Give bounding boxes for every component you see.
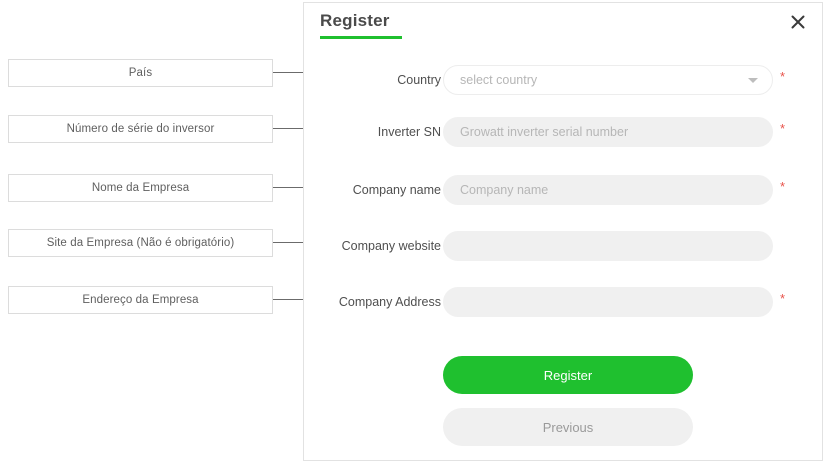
- annotation-label: Número de série do inversor: [66, 123, 215, 135]
- page-title: Register: [320, 11, 390, 30]
- required-marker: *: [780, 121, 786, 136]
- annotation-label: Endereço da Empresa: [82, 294, 199, 306]
- annotation-box: Número de série do inversor: [8, 115, 273, 143]
- form-row: Inverter SN Growatt inverter serial numbe…: [304, 117, 824, 147]
- close-icon[interactable]: [788, 12, 808, 32]
- required-marker: *: [780, 179, 786, 194]
- form-row: Company name Company name *: [304, 175, 824, 205]
- annotation-label: Nome da Empresa: [91, 182, 190, 194]
- register-button[interactable]: Register: [443, 356, 693, 394]
- form-row: Company website: [304, 231, 824, 261]
- text-input[interactable]: [443, 287, 773, 317]
- field-label: Company Address: [338, 295, 441, 309]
- field-label: Country: [397, 73, 441, 87]
- annotation-box: País: [8, 59, 273, 87]
- previous-button[interactable]: Previous: [443, 408, 693, 446]
- annotation-label: Site da Empresa (Não é obrigatório): [46, 237, 235, 249]
- field-value: Growatt inverter serial number: [460, 125, 629, 139]
- required-marker: *: [780, 291, 786, 306]
- text-input[interactable]: Growatt inverter serial number: [443, 117, 773, 147]
- annotation-box: Nome da Empresa: [8, 174, 273, 202]
- annotation-box: Site da Empresa (Não é obrigatório): [8, 229, 273, 257]
- field-value: Company name: [460, 183, 549, 197]
- form-row: Company Address *: [304, 287, 824, 317]
- text-input[interactable]: [443, 231, 773, 261]
- field-label: Company website: [341, 239, 441, 253]
- annotation-label: País: [128, 67, 153, 79]
- field-label: Inverter SN: [377, 125, 441, 139]
- annotation-box: Endereço da Empresa: [8, 286, 273, 314]
- field-value: select country: [460, 73, 538, 87]
- form-row: Country select country *: [304, 65, 824, 95]
- field-label: Company name: [352, 183, 441, 197]
- chevron-down-icon[interactable]: [748, 77, 758, 83]
- text-input[interactable]: Company name: [443, 175, 773, 205]
- title-underline: [320, 36, 402, 39]
- required-marker: *: [780, 69, 786, 84]
- country-select[interactable]: select country: [443, 65, 773, 95]
